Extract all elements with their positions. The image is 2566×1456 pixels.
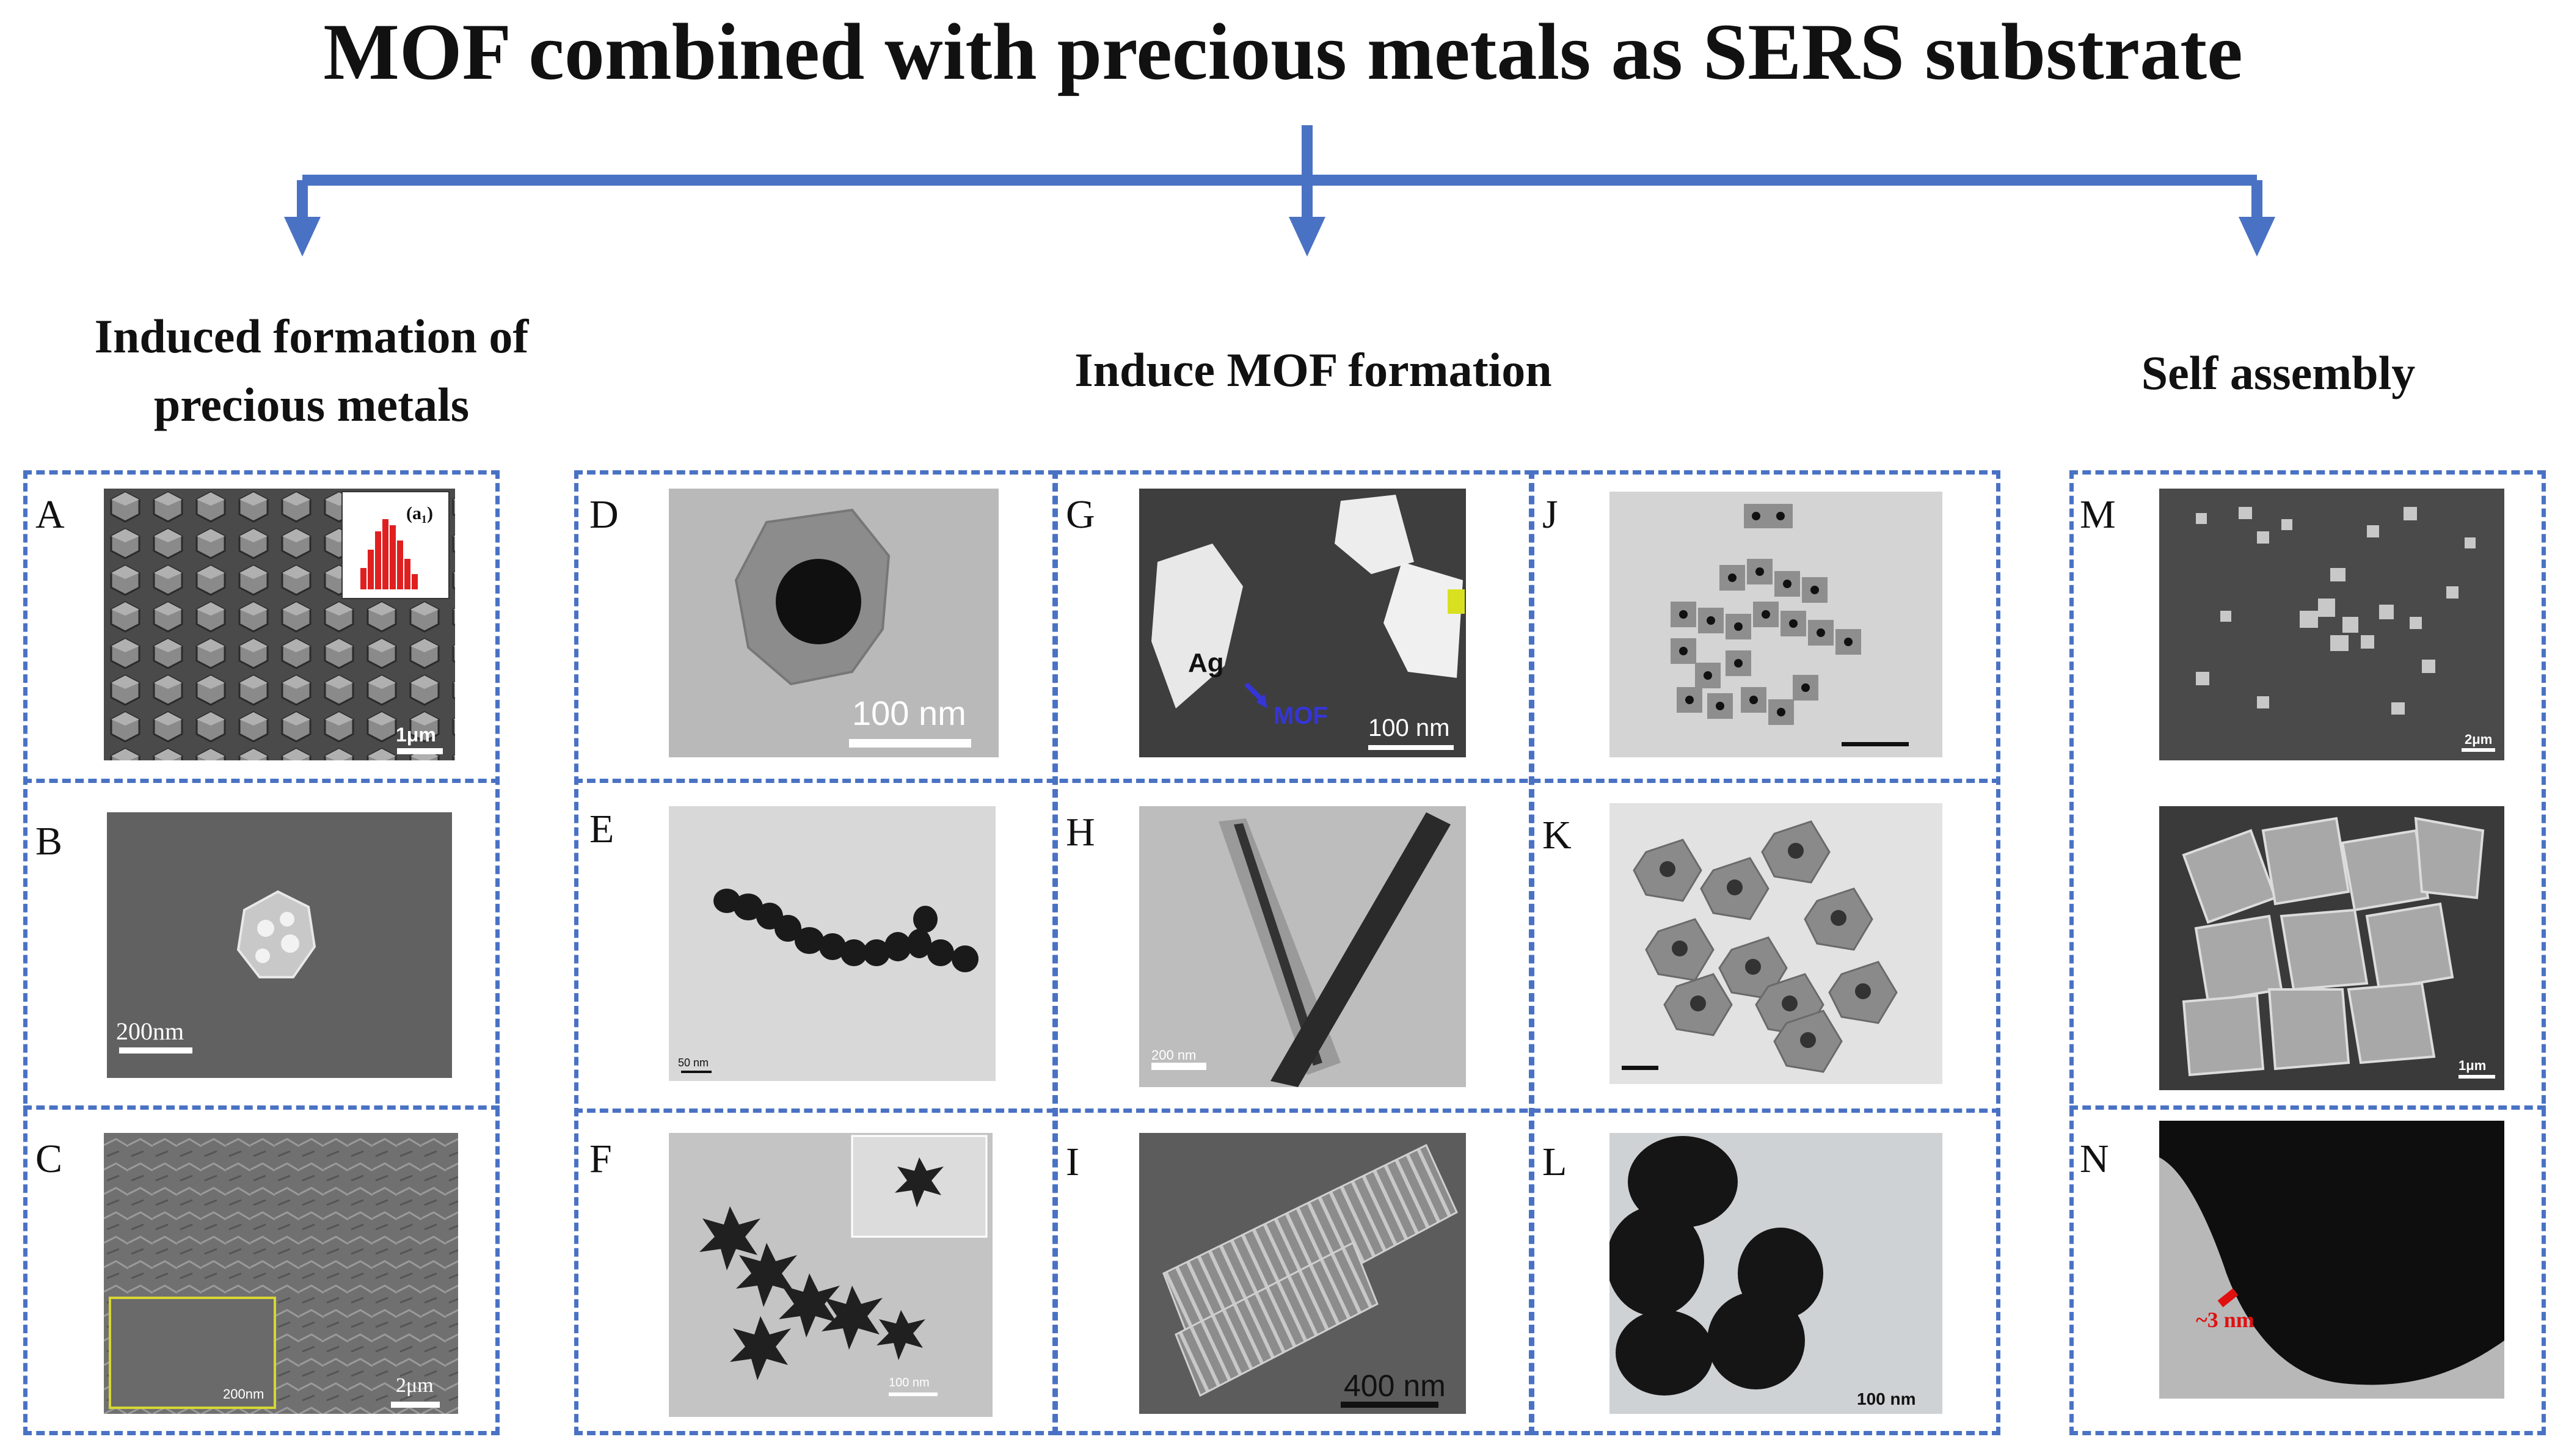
middle-arrowhead	[1289, 217, 1325, 257]
micrograph-j	[1609, 492, 1942, 757]
scale-text-g: 100 nm	[1368, 715, 1450, 741]
panel-label-c: C	[35, 1137, 63, 1181]
ag-crystal-2	[1335, 495, 1414, 574]
group-box-right	[2069, 470, 2546, 1435]
panel-label-i: I	[1066, 1140, 1079, 1184]
scalebar-b	[119, 1047, 192, 1054]
scalebar-c	[391, 1402, 440, 1408]
micrograph-g: Ag MOF 100 nm	[1139, 489, 1466, 757]
panel-label-g: G	[1066, 492, 1095, 537]
panel-label-n: N	[2080, 1137, 2109, 1181]
heading-left-line2: precious metals	[153, 378, 470, 431]
inset-scale-text-c: 200nm	[223, 1386, 264, 1402]
left-arrowhead	[284, 217, 321, 257]
assembled-cubes	[2182, 817, 2485, 1077]
micrograph-m-top: 2μm	[2159, 489, 2504, 760]
group-box-left	[23, 470, 500, 1435]
scalebar-a	[397, 748, 443, 754]
scale-text-m-top: 2μm	[2465, 732, 2493, 747]
scale-text-c: 2μm	[396, 1374, 434, 1397]
panel-label-f: F	[589, 1137, 612, 1181]
dark-particle-n	[2159, 1121, 2504, 1385]
scattered-crystals	[2196, 507, 2476, 715]
micrograph-b: 200nm	[107, 812, 452, 1078]
star-nanoparticles	[699, 1157, 944, 1380]
panel-label-j: J	[1542, 492, 1558, 537]
micrograph-a: (a₁) 1μm	[104, 489, 455, 760]
scale-text-h: 200 nm	[1151, 1047, 1197, 1063]
panel-label-b: B	[35, 819, 63, 864]
panel-label-m: M	[2080, 492, 2116, 537]
nanoparticle-chain	[713, 889, 979, 972]
scale-text-m-bottom: 1μm	[2458, 1058, 2487, 1073]
histogram-bars	[360, 519, 418, 589]
micrograph-e: 50 nm	[669, 806, 996, 1081]
particle-shape	[236, 890, 316, 978]
scalebar-i	[1341, 1402, 1438, 1408]
micrograph-k	[1609, 803, 1942, 1084]
scale-text-b: 200nm	[116, 1017, 184, 1045]
row-divider-left-1	[23, 779, 500, 783]
ag-crystal-3	[1383, 562, 1463, 678]
scalebar-j	[1842, 742, 1909, 746]
core-shell-particles-k	[1633, 820, 1898, 1073]
text-mof: MOF	[1274, 702, 1328, 729]
scalebar-m-bottom	[2458, 1075, 2495, 1079]
micrograph-d: 100 nm	[669, 489, 999, 757]
rod-core-2	[1270, 812, 1451, 1087]
scalebar-g	[1368, 745, 1454, 750]
micrograph-h: 200 nm	[1139, 806, 1466, 1087]
panel-label-h: H	[1066, 810, 1095, 854]
micrograph-l: 100 nm	[1609, 1133, 1942, 1414]
scale-text-i: 400 nm	[1344, 1369, 1446, 1403]
scale-text-d: 100 nm	[852, 694, 966, 732]
inset-label-a1: (a₁)	[406, 503, 433, 523]
scale-text-a: 1μm	[396, 724, 436, 746]
scalebar-f	[889, 1392, 938, 1396]
micrograph-n: ~3 nm	[2159, 1121, 2504, 1399]
panel-label-l: L	[1542, 1140, 1567, 1184]
text-ag: Ag	[1188, 648, 1224, 678]
scalebar-e	[681, 1071, 712, 1073]
metal-core	[776, 559, 861, 644]
panel-label-e: E	[589, 807, 614, 851]
row-divider-mid-2	[574, 1108, 2000, 1113]
heading-left: Induced formation of precious metals	[37, 302, 586, 439]
plate-2	[1175, 1241, 1379, 1397]
ag-crystal-1	[1151, 544, 1243, 708]
panel-label-k: K	[1542, 813, 1572, 857]
plate-1	[1162, 1143, 1458, 1355]
micrograph-i: 400 nm	[1139, 1133, 1466, 1414]
row-divider-right	[2069, 1105, 2546, 1110]
inset-box-c	[109, 1297, 276, 1409]
panel-label-a: A	[35, 492, 65, 537]
rod-core-1	[1234, 823, 1322, 1066]
scale-text-e: 50 nm	[678, 1057, 709, 1069]
panel-label-d: D	[589, 492, 619, 537]
right-arrowhead	[2239, 217, 2275, 257]
scalebar-m-top	[2462, 748, 2495, 752]
scalebar-k	[1622, 1066, 1658, 1070]
heading-right: Self assembly	[2141, 346, 2416, 399]
figure-title: MOF combined with precious metals as SER…	[323, 7, 2243, 96]
micrograph-c: 200nm 2μm	[104, 1133, 458, 1414]
micrograph-m-bottom: 1μm	[2159, 806, 2504, 1090]
heading-left-line1: Induced formation of	[94, 310, 529, 363]
scale-text-f: 100 nm	[889, 1376, 930, 1389]
scalebar-h	[1151, 1063, 1206, 1070]
dark-nanoparticles-l	[1609, 1136, 1823, 1396]
core-shell-particles-j	[1671, 504, 1861, 725]
heading-middle: Induce MOF formation	[1074, 343, 1552, 396]
scale-text-l: 100 nm	[1857, 1389, 1916, 1408]
row-divider-left-2	[23, 1105, 500, 1110]
scalebar-d	[849, 739, 971, 748]
annotation-text-n: ~3 nm	[2196, 1308, 2254, 1332]
row-divider-mid-1	[574, 779, 2000, 783]
micrograph-f: 100 nm	[669, 1133, 993, 1417]
hexagonal-crystals-texture: (a₁)	[104, 489, 455, 760]
red-marker	[2217, 1288, 2239, 1308]
group-box-middle-3	[1530, 470, 2000, 1435]
